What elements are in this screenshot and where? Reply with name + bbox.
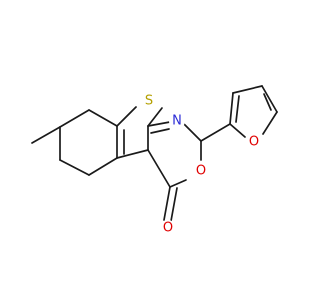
nitrogen-atom-label: N [172,114,182,129]
bond [232,85,263,94]
molecule-drawing: S N O O O [31,85,278,236]
bond [183,123,202,142]
bond [59,109,90,128]
furan-ring [229,85,278,138]
carbonyl-bond [163,186,171,221]
oxazinone-ring [147,121,231,222]
structure-canvas: S N O O O [31,85,278,236]
bond [235,95,240,123]
bond [229,123,246,138]
carbonyl-oxygen-atom-label: O [163,221,173,236]
bond [262,111,278,135]
bond [147,149,171,188]
thiophene-ring [116,106,163,159]
cyclohexane-ring [31,109,118,176]
ring-oxygen-atom-label: O [196,164,206,179]
carbonyl-bond [170,187,178,222]
bond [147,107,163,127]
atom-labels: S N O O O [140,92,262,236]
bond [229,92,234,125]
bond [261,85,278,113]
bond [147,121,171,127]
bond [59,159,90,176]
sulfur-atom-label: S [145,94,153,109]
bond [169,179,187,188]
methyl-bond [31,126,61,144]
bond [150,128,170,134]
bond [116,106,137,127]
bond [200,123,231,142]
bond [88,157,118,176]
bond [116,149,149,159]
bond [88,109,118,127]
bond [263,93,272,111]
furan-oxygen-atom-label: O [249,135,259,150]
